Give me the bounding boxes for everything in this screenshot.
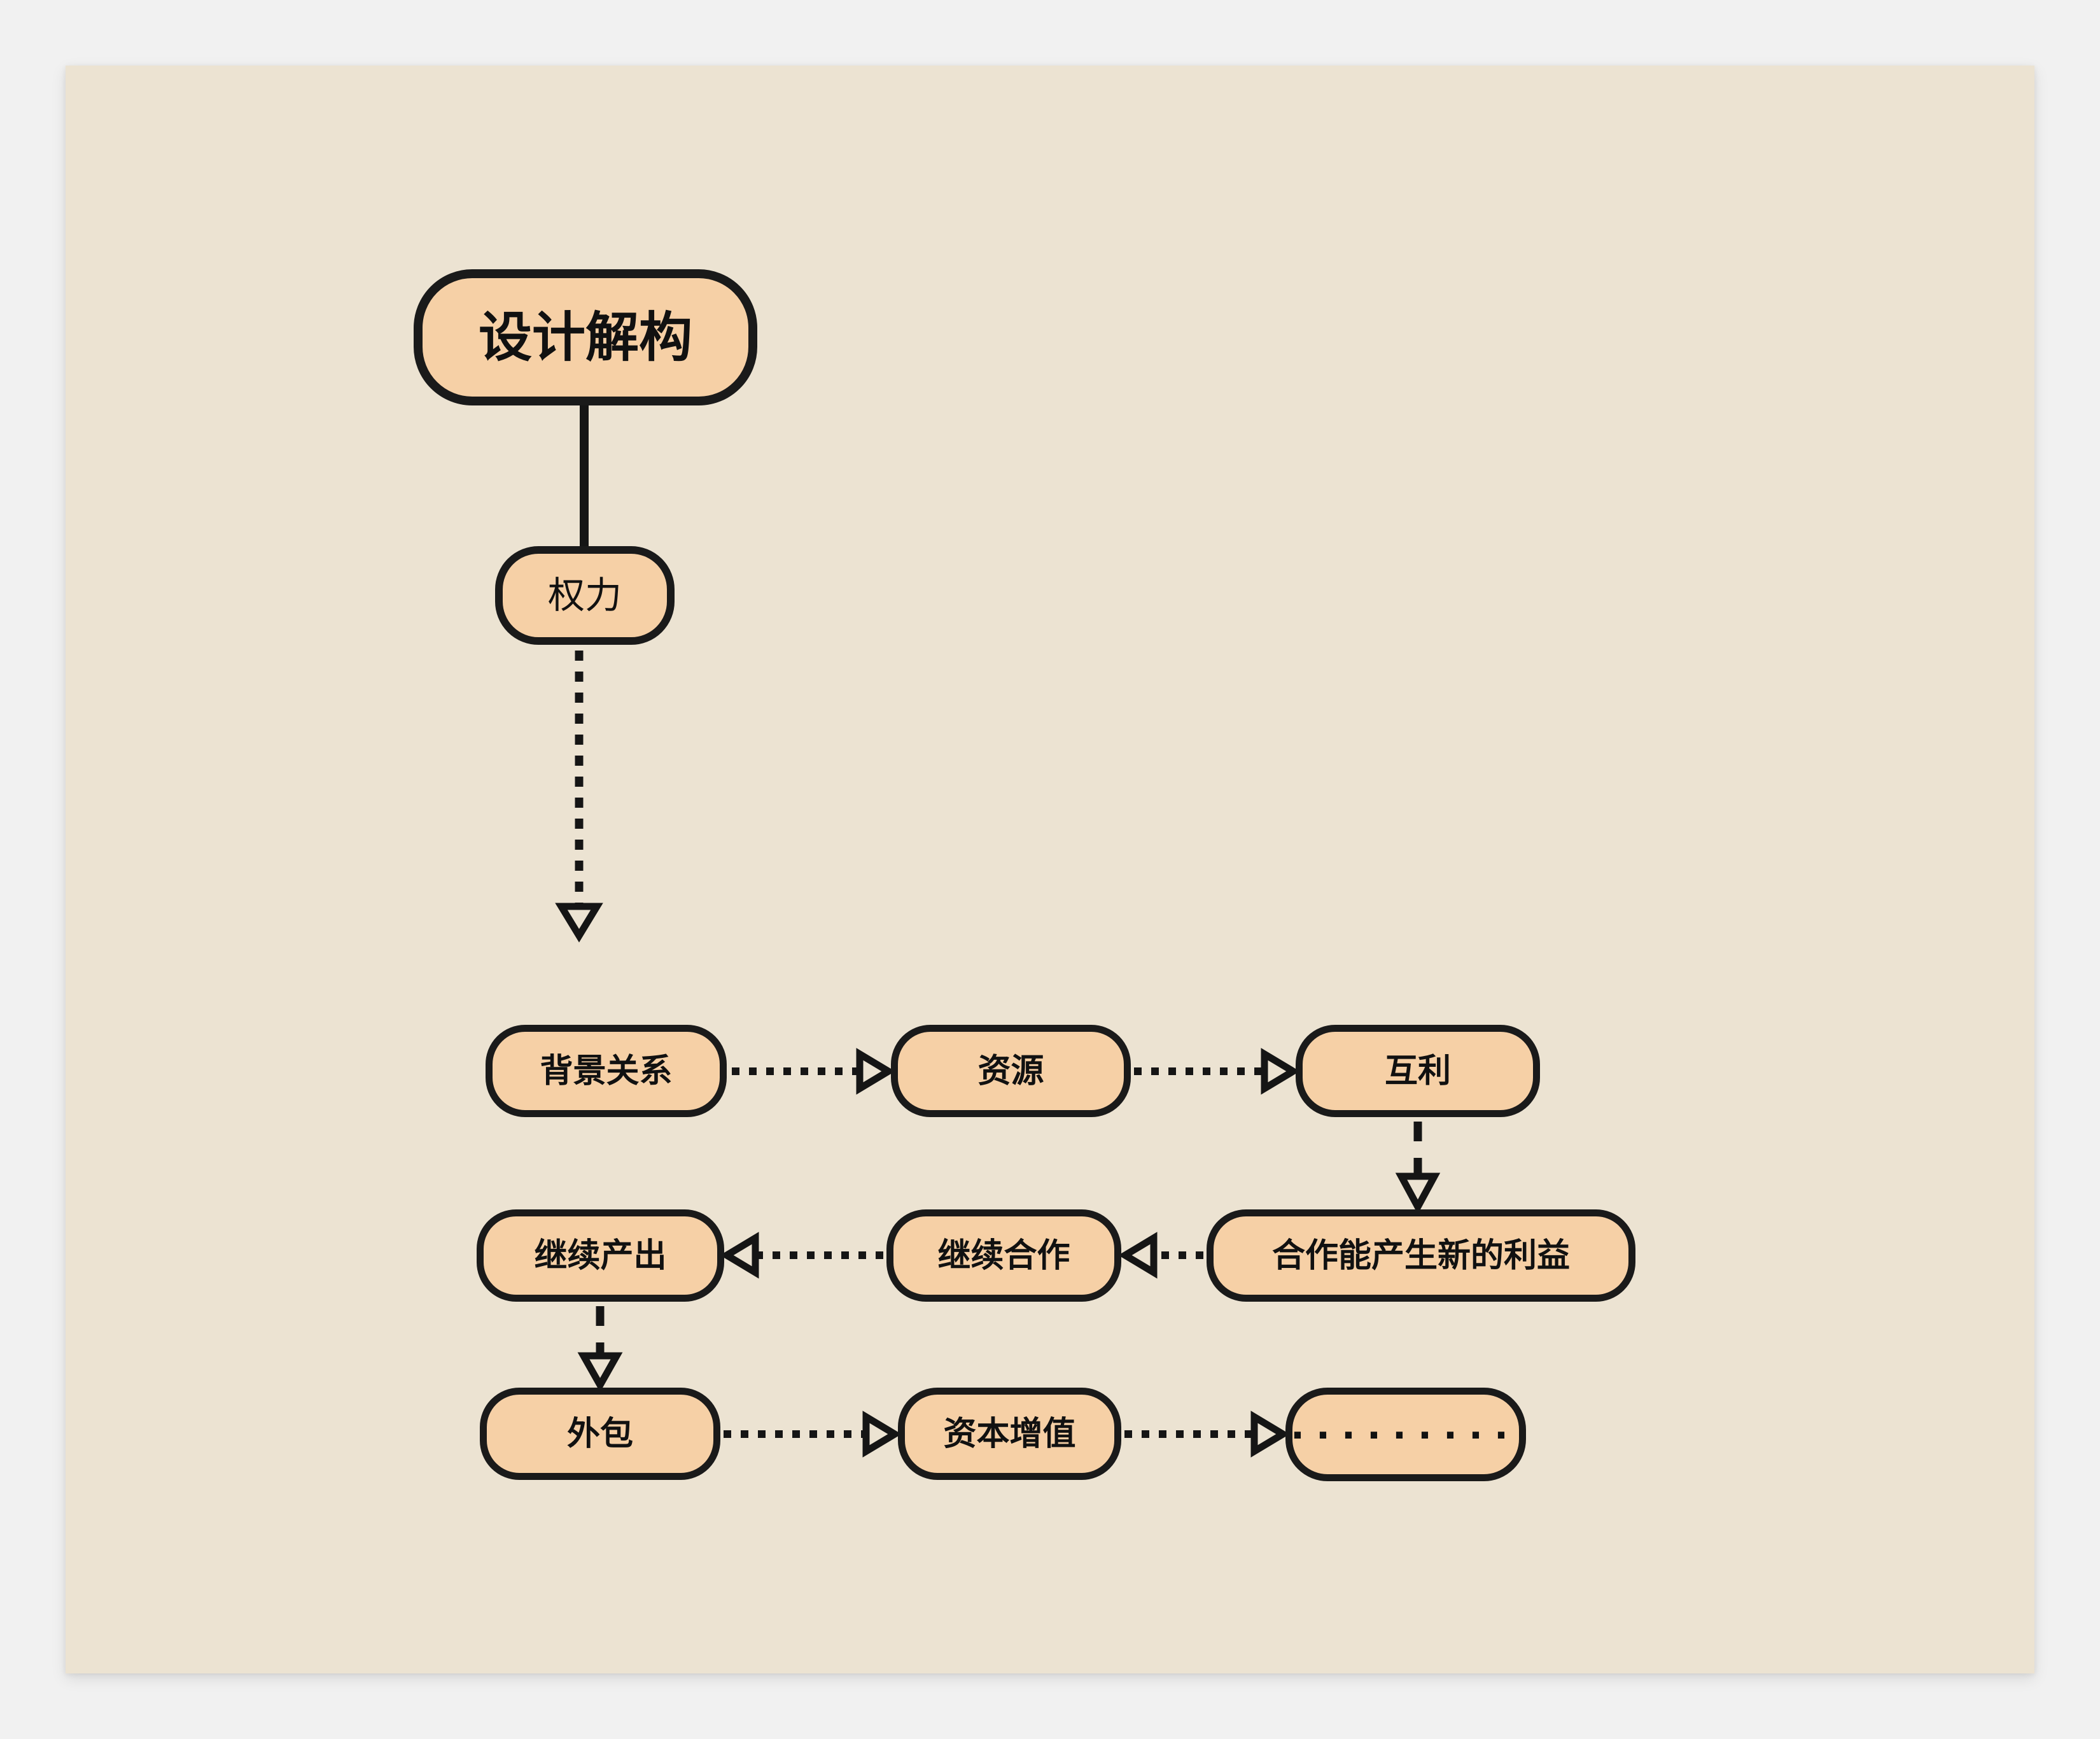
node-background-relation[interactable]: 背景关系 <box>486 1025 727 1117</box>
node-outsourcing-label: 外包 <box>566 1415 633 1453</box>
node-continue-output[interactable]: 继续产出 <box>477 1209 724 1302</box>
node-continue-cooperation-label: 继续合作 <box>937 1237 1070 1274</box>
node-capital-appreciation-label: 资本增值 <box>943 1415 1076 1453</box>
node-background-relation-label: 背景关系 <box>540 1052 673 1090</box>
node-design-deconstruction[interactable]: 设计解构 <box>414 269 757 405</box>
node-mutual-benefit-label: 互利 <box>1384 1052 1451 1090</box>
node-power-label: 权力 <box>547 574 622 616</box>
node-capital-appreciation[interactable]: 资本增值 <box>898 1388 1121 1480</box>
node-cooperation-new-benefits[interactable]: 合作能产生新的利益 <box>1207 1209 1635 1302</box>
node-resources[interactable]: 资源 <box>891 1025 1131 1117</box>
node-ellipsis-label: ......... <box>1291 1397 1521 1449</box>
node-mutual-benefit[interactable]: 互利 <box>1296 1025 1540 1117</box>
node-continue-output-label: 继续产出 <box>534 1237 667 1274</box>
node-cooperation-new-benefits-label: 合作能产生新的利益 <box>1271 1237 1570 1274</box>
node-resources-label: 资源 <box>977 1052 1044 1090</box>
node-outsourcing[interactable]: 外包 <box>480 1388 720 1480</box>
node-design-deconstruction-label: 设计解构 <box>478 307 692 367</box>
node-continue-cooperation[interactable]: 继续合作 <box>886 1209 1121 1302</box>
node-power[interactable]: 权力 <box>495 546 675 645</box>
node-ellipsis[interactable]: ......... <box>1285 1388 1526 1481</box>
